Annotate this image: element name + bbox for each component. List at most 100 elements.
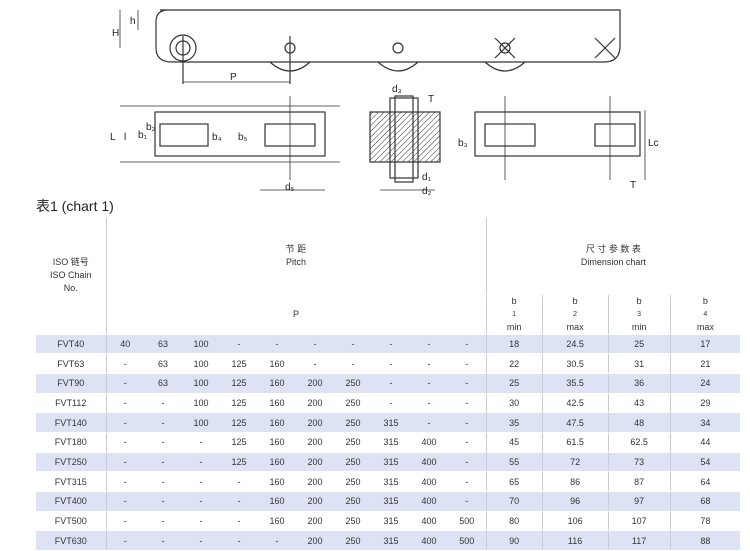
chain-no-cell: FVT630 [36,530,107,551]
pitch-cell: - [106,471,144,492]
pitch-cell: - [372,334,410,355]
pitch-cell: 250 [334,452,372,473]
dimension-cell: 61.5 [542,432,609,453]
pitch-cell: 315 [372,432,410,453]
pitch-cell: - [106,412,144,433]
dimension-cell: 48 [608,412,671,433]
dimension-cell: 47.5 [542,412,609,433]
dimension-cell: 35 [486,412,543,433]
pitch-cell: 250 [334,412,372,433]
table-caption: 表1 (chart 1) [36,198,114,214]
chain-no-cell: FVT112 [36,393,107,414]
dimension-cell: 97 [608,491,671,512]
dimension-cell: 88 [670,530,741,551]
dimension-cell: 45 [486,432,543,453]
pitch-cell: - [448,393,487,414]
pitch-cell: 125 [220,452,258,473]
pitch-cell: - [448,452,487,473]
pitch-cell: - [372,353,410,374]
pitch-cell: 160 [258,353,296,374]
pitch-cell: 160 [258,471,296,492]
pitch-cell: 200 [296,373,334,394]
pitch-cell: 500 [448,511,487,532]
pitch-cell: - [296,334,334,355]
pitch-cell: 63 [144,373,182,394]
dimension-cell: 55 [486,452,543,473]
label-h: h [130,16,136,27]
pitch-cell: - [410,393,448,414]
dimension-cell: 116 [542,530,609,551]
pitch-cell: 200 [296,432,334,453]
pitch-cell: 400 [410,452,448,473]
pitch-cell: 160 [258,511,296,532]
pitch-cell: - [144,393,182,414]
side-view [119,9,621,84]
pitch-cell: - [182,452,220,473]
pitch-cell: 400 [410,471,448,492]
chain-spec-table: ISO 链号 ISO Chain No. 节 距 Pitch 尺 寸 参 数 表… [36,218,741,551]
pitch-cell: - [410,334,448,355]
pitch-cell: - [372,393,410,414]
pitch-cell: 125 [220,412,258,433]
pitch-cell: 250 [334,393,372,414]
label-T-top: T [428,94,434,105]
pitch-cell: 500 [448,530,487,551]
pitch-cell: - [182,530,220,551]
pitch-cell: 400 [410,511,448,532]
pitch-cell: - [182,491,220,512]
pitch-cell: 250 [334,491,372,512]
pitch-cell: 100 [182,412,220,433]
pitch-cell: 160 [258,432,296,453]
dimension-cell: 72 [542,452,609,473]
pitch-cell: - [410,412,448,433]
pitch-cell: - [448,373,487,394]
pitch-cell: 100 [182,334,220,355]
dimension-cell: 65 [486,471,543,492]
pitch-cell: - [448,491,487,512]
dimension-cell: 36 [608,373,671,394]
pitch-cell: 250 [334,471,372,492]
chain-no-cell: FVT63 [36,353,107,374]
pitch-cell: 400 [410,432,448,453]
pitch-cell: - [410,373,448,394]
pitch-cell: - [448,471,487,492]
pitch-cell: - [144,432,182,453]
chain-no-cell: FVT250 [36,452,107,473]
dimension-cell: 73 [608,452,671,473]
pitch-cell: 63 [144,334,182,355]
label-d2: d₂ [422,186,432,196]
label-b4: b₄ [212,132,222,143]
pitch-p-label: P [106,293,487,335]
label-b2: b₂ [146,122,156,133]
pitch-cell: 125 [220,432,258,453]
dimension-cell: 35.5 [542,373,609,394]
dimension-cell: 24 [670,373,741,394]
dimension-labels: H h P L l b₁ b₄ b₅ b₂ d₅ d₃ T d₁ d₂ b₃ L… [110,16,659,196]
chain-no-cell: FVT500 [36,511,107,532]
label-L: L [110,132,116,143]
pitch-cell: - [106,373,144,394]
label-H: H [112,28,119,39]
pitch-cell: 200 [296,393,334,414]
dimension-cell: 17 [670,334,741,355]
pitch-cell: - [258,530,296,551]
dimension-cell: 25 [608,334,671,355]
dimension-cell: 30 [486,393,543,414]
chain-drawing-svg: H h P L l b₁ b₄ b₅ b₂ d₅ d₃ T d₁ d₂ b₃ L… [110,9,659,196]
pitch-cell: - [106,452,144,473]
pitch-cell: - [372,373,410,394]
pitch-cell: - [144,530,182,551]
pitch-cell: 200 [296,412,334,433]
pitch-cell: 250 [334,511,372,532]
chain-technical-drawing: H h P L l b₁ b₄ b₅ b₂ d₅ d₃ T d₁ d₂ b₃ L… [100,0,670,196]
dimension-cell: 34 [670,412,741,433]
